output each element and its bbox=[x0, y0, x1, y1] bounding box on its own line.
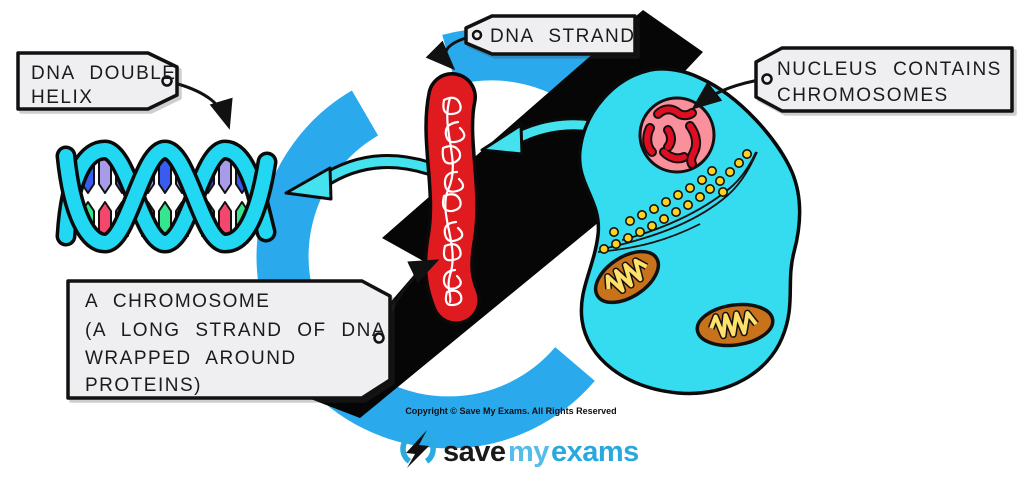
chromosome-illustration bbox=[423, 72, 481, 325]
label-a-chromosome-line3: WRAPPED AROUND bbox=[85, 348, 297, 369]
label-dna-strand: DNA STRAND bbox=[464, 14, 637, 56]
savemyexams-logo: save my exams bbox=[400, 430, 639, 468]
arrow-dna-double-helix-label bbox=[176, 82, 233, 130]
nucleus-chromosomes bbox=[642, 104, 702, 169]
label-nucleus-line2: CHROMOSOMES bbox=[777, 85, 949, 106]
label-a-chromosome-line2: (A LONG STRAND OF DNA bbox=[85, 320, 386, 341]
cell-illustration bbox=[577, 67, 802, 396]
mitochondrion-right bbox=[695, 302, 775, 348]
mitochondrion-left bbox=[593, 249, 661, 305]
helix-base-pairs bbox=[81, 158, 249, 237]
arrow-nucleus-label bbox=[691, 79, 756, 110]
label-nucleus-line1: NUCLEUS CONTAINS bbox=[777, 59, 1002, 80]
label-a-chromosome-line1: A CHROMOSOME bbox=[85, 291, 270, 312]
helix-strands bbox=[55, 139, 278, 254]
chromosome-dna-scribbles bbox=[441, 96, 466, 307]
nucleus bbox=[638, 96, 716, 174]
logo-word-my: my bbox=[508, 436, 549, 468]
label-dna-strand-line1: DNA STRAND bbox=[490, 26, 635, 47]
label-dna-double-helix-line1: DNA DOUBLE bbox=[31, 63, 176, 84]
arrow-dna-strand-label bbox=[425, 36, 468, 71]
label-dna-double-helix-line2: HELIX bbox=[31, 87, 93, 108]
copyright-text: Copyright © Save My Exams. All Rights Re… bbox=[405, 406, 616, 416]
label-a-chromosome: A CHROMOSOME (A LONG STRAND OF DNA WRAPP… bbox=[66, 279, 392, 400]
arrow-chromosome-to-helix bbox=[284, 154, 436, 201]
label-dna-double-helix: DNA DOUBLE HELIX bbox=[16, 51, 179, 111]
savemyexams-logo-icon bbox=[400, 430, 436, 468]
logo-lightning-bolt-icon bbox=[406, 430, 429, 468]
label-a-chromosome-line4: PROTEINS) bbox=[85, 375, 202, 396]
label-nucleus-contains-chromosomes: NUCLEUS CONTAINS CHROMOSOMES bbox=[754, 46, 1014, 113]
chromatin-bead-strands bbox=[597, 149, 758, 255]
dna-double-helix-illustration bbox=[55, 139, 278, 254]
logo-word-exams: exams bbox=[551, 436, 639, 468]
logo-word-save: save bbox=[443, 436, 506, 468]
